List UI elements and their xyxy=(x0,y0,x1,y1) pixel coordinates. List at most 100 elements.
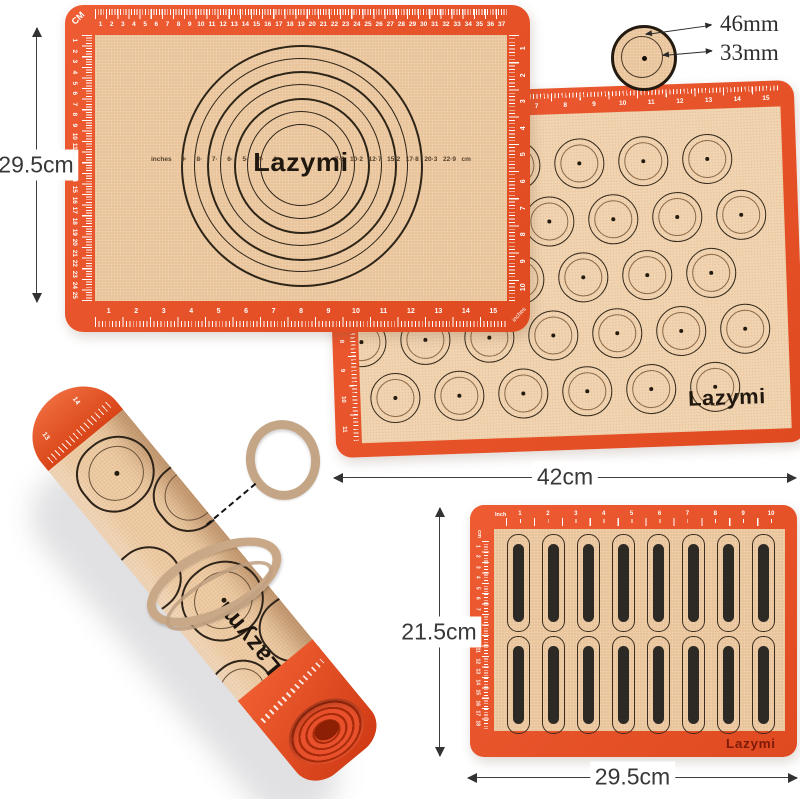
ruler-number: 9 xyxy=(187,21,192,28)
circle-guide-ring xyxy=(234,98,370,234)
piping-slot xyxy=(646,636,670,734)
scale-label: 12·7 xyxy=(368,156,382,163)
ruler-number: 11 xyxy=(647,98,655,107)
scale-label: inches xyxy=(151,156,172,163)
ruler-number: 11 xyxy=(379,308,388,315)
outer-diameter-label: 46mm xyxy=(720,11,779,36)
ruler-number: 19 xyxy=(71,228,79,236)
piping-slot xyxy=(541,636,565,734)
arrow-right-icon xyxy=(788,772,798,783)
ruler-number: 8 xyxy=(299,308,303,315)
scale-label: 7·6 xyxy=(335,156,345,163)
ruler-number: 3 xyxy=(121,21,125,28)
ruler-number: 5 xyxy=(71,81,79,85)
ruler-number: 4 xyxy=(71,70,79,75)
macaron-template-circle xyxy=(681,133,734,185)
piping-slot xyxy=(716,636,740,734)
piping-height-label: 21.5cm xyxy=(396,616,482,648)
arrowhead-left-icon xyxy=(661,51,670,59)
macaron-template-circle xyxy=(561,365,614,418)
ruler-number: 9 xyxy=(741,511,745,517)
piping-slot xyxy=(576,534,600,632)
ruler-number: 11 xyxy=(208,21,216,28)
piping-slot-fill xyxy=(652,646,664,724)
ruler-number: 10 xyxy=(197,21,205,28)
ruler-number: 25 xyxy=(71,292,79,300)
rolled-spiral-end xyxy=(276,685,377,779)
ruler-number: 2 xyxy=(109,21,114,28)
arrow-down-icon xyxy=(31,293,42,303)
circle-guide-ring xyxy=(207,71,397,261)
ruler-number: 22 xyxy=(330,21,339,28)
ruler-number: 13 xyxy=(434,308,443,315)
piping-slot-fill xyxy=(652,544,664,622)
ruler-number: 12 xyxy=(676,97,684,106)
piping-slot-fill xyxy=(617,646,629,724)
rolled-spiral-core xyxy=(311,715,343,745)
ruler-number: 9 xyxy=(326,308,331,315)
ruler-number: 8 xyxy=(563,101,568,109)
ruler-number: 3 xyxy=(161,308,166,315)
ruler-number: 1 xyxy=(98,21,103,28)
pastry-inches-label: inches xyxy=(511,306,528,324)
ruler-number: 4 xyxy=(132,21,136,28)
rolled-inner-ring xyxy=(154,458,228,532)
ruler-number: 9 xyxy=(339,368,346,373)
macaron-template-circle xyxy=(433,369,486,422)
arrow-right-icon xyxy=(787,472,797,483)
piping-width-label: 29.5cm xyxy=(589,761,676,793)
ruler-number: 13 xyxy=(230,21,238,28)
piping-slot-fill xyxy=(512,646,524,724)
ruler-number: 33 xyxy=(453,21,461,28)
piping-slot xyxy=(681,534,705,632)
piping-slot xyxy=(576,636,600,734)
macaron-template-circle xyxy=(625,363,678,415)
scale-label: cm xyxy=(461,156,471,163)
ruler-number: 8 xyxy=(71,112,79,117)
piping-slot xyxy=(541,534,565,632)
inner-diameter-label: 33mm xyxy=(720,40,779,65)
callout-inner-circle xyxy=(621,36,663,78)
arrow-up-icon xyxy=(31,27,42,37)
pastry-right-ruler-unit-ticks xyxy=(509,35,519,301)
ruler-number: 7 xyxy=(165,21,170,28)
ruler-number: 9 xyxy=(71,123,79,128)
pastry-brand-logo: Lazymi xyxy=(253,147,349,177)
macaron-brand-logo: Lazymi xyxy=(687,385,767,411)
arrow-left-icon xyxy=(467,772,477,783)
piping-slot-fill xyxy=(617,544,629,622)
rubber-band-callout-line xyxy=(206,482,257,526)
ruler-number: 3 xyxy=(71,59,79,64)
ruler-number: 14 xyxy=(733,95,741,104)
macaron-template-circle xyxy=(587,193,640,246)
ruler-number: 6 xyxy=(154,21,159,28)
rubber-band-ring xyxy=(239,414,327,506)
macaron-template-circle xyxy=(715,188,768,241)
macaron-template-circle xyxy=(655,305,708,357)
ruler-number: 22 xyxy=(71,260,79,268)
piping-slot-fill xyxy=(582,646,594,724)
piping-left-ruler-unit-ticks xyxy=(482,541,489,729)
piping-slot xyxy=(611,636,635,734)
ruler-number: 34 xyxy=(464,21,472,28)
macaron-template-circle xyxy=(651,191,704,243)
ruler-number: 14 xyxy=(241,21,250,28)
ruler-number: 15 xyxy=(252,21,261,28)
ruler-number: 32 xyxy=(442,21,450,28)
macaron-size-callout-circle xyxy=(611,25,677,91)
callout-center-dot xyxy=(641,55,647,61)
pastry-height-label: 29.5cm xyxy=(0,149,79,181)
ruler-number: 9 xyxy=(592,100,596,108)
piping-slot xyxy=(611,534,635,632)
ruler-number: 6 xyxy=(657,511,662,517)
piping-slot-fill xyxy=(757,544,769,622)
ruler-number: 30 xyxy=(420,21,428,28)
circle-guide-ring xyxy=(260,124,342,206)
pastry-bottom-ruler-unit-ticks xyxy=(95,317,507,327)
piping-slot-fill xyxy=(582,544,594,622)
ruler-number: 5 xyxy=(216,308,221,315)
